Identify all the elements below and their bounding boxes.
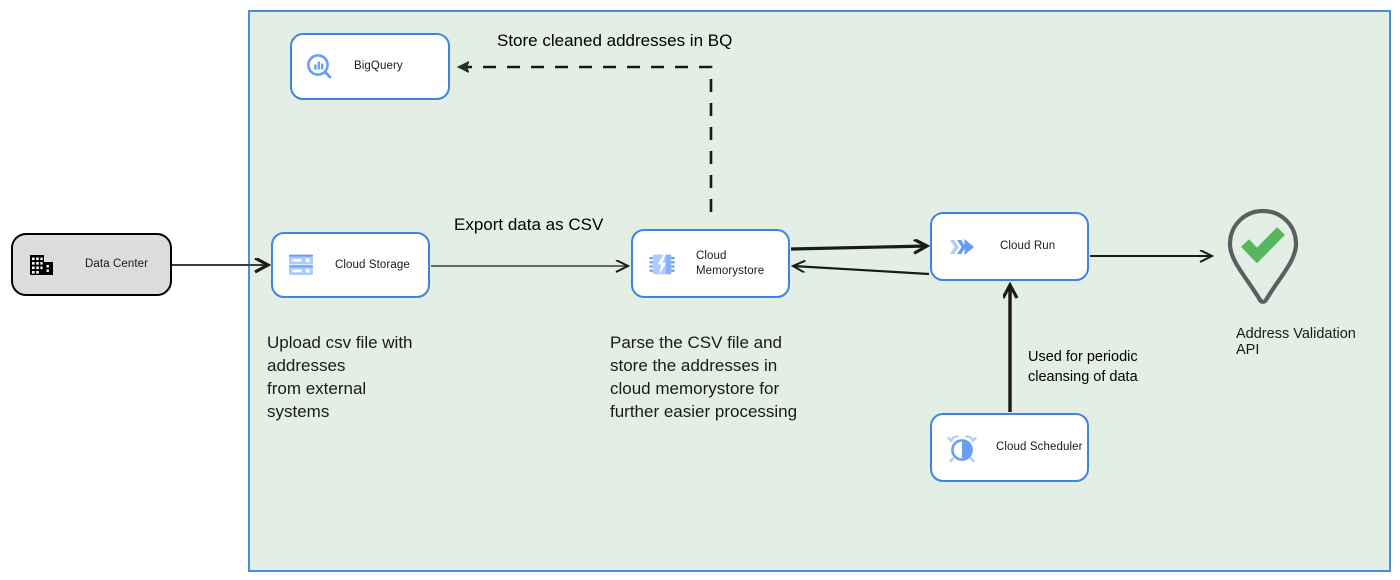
location-pin-check-icon [1222, 206, 1304, 308]
node-label-cloud-run: Cloud Run [1000, 240, 1056, 253]
cloud-memorystore-icon [647, 249, 677, 279]
note-parse-csv: Parse the CSV file and store the address… [610, 333, 798, 422]
cloud-scheduler-icon [946, 433, 978, 463]
node-bigquery[interactable]: BigQuery [290, 33, 450, 100]
node-cloud-storage[interactable]: Cloud Storage [271, 232, 430, 298]
edge-label-periodic-cleansing: Used for periodic cleansing of data [1028, 349, 1138, 385]
edge-label-store-in-bq: Store cleaned addresses in BQ [497, 31, 733, 50]
node-label-data-center: Data Center [85, 258, 149, 271]
node-label-cloud-memorystore: Cloud Memorystore [696, 250, 765, 277]
node-cloud-run[interactable]: Cloud Run [930, 212, 1089, 281]
google-cloud-zone [248, 10, 1391, 572]
node-cloud-memorystore[interactable]: Cloud Memorystore [631, 229, 790, 298]
node-address-validation-api[interactable]: Address Validation API [1222, 206, 1392, 366]
edge-label-export-csv: Export data as CSV [454, 215, 604, 234]
bigquery-icon [304, 51, 336, 83]
node-data-center[interactable]: Data Center [11, 233, 172, 296]
node-label-cloud-storage: Cloud Storage [335, 258, 410, 271]
data-center-icon [27, 250, 57, 280]
node-cloud-scheduler[interactable]: Cloud Scheduler [930, 413, 1089, 482]
cloud-storage-icon [286, 250, 316, 280]
note-upload-csv: Upload csv file with addresses from exte… [267, 333, 413, 422]
node-label-cloud-scheduler: Cloud Scheduler [996, 441, 1083, 454]
node-label-address-validation-api: Address Validation API [1236, 326, 1356, 358]
node-label-bigquery: BigQuery [354, 60, 403, 73]
cloud-run-icon [946, 232, 980, 262]
